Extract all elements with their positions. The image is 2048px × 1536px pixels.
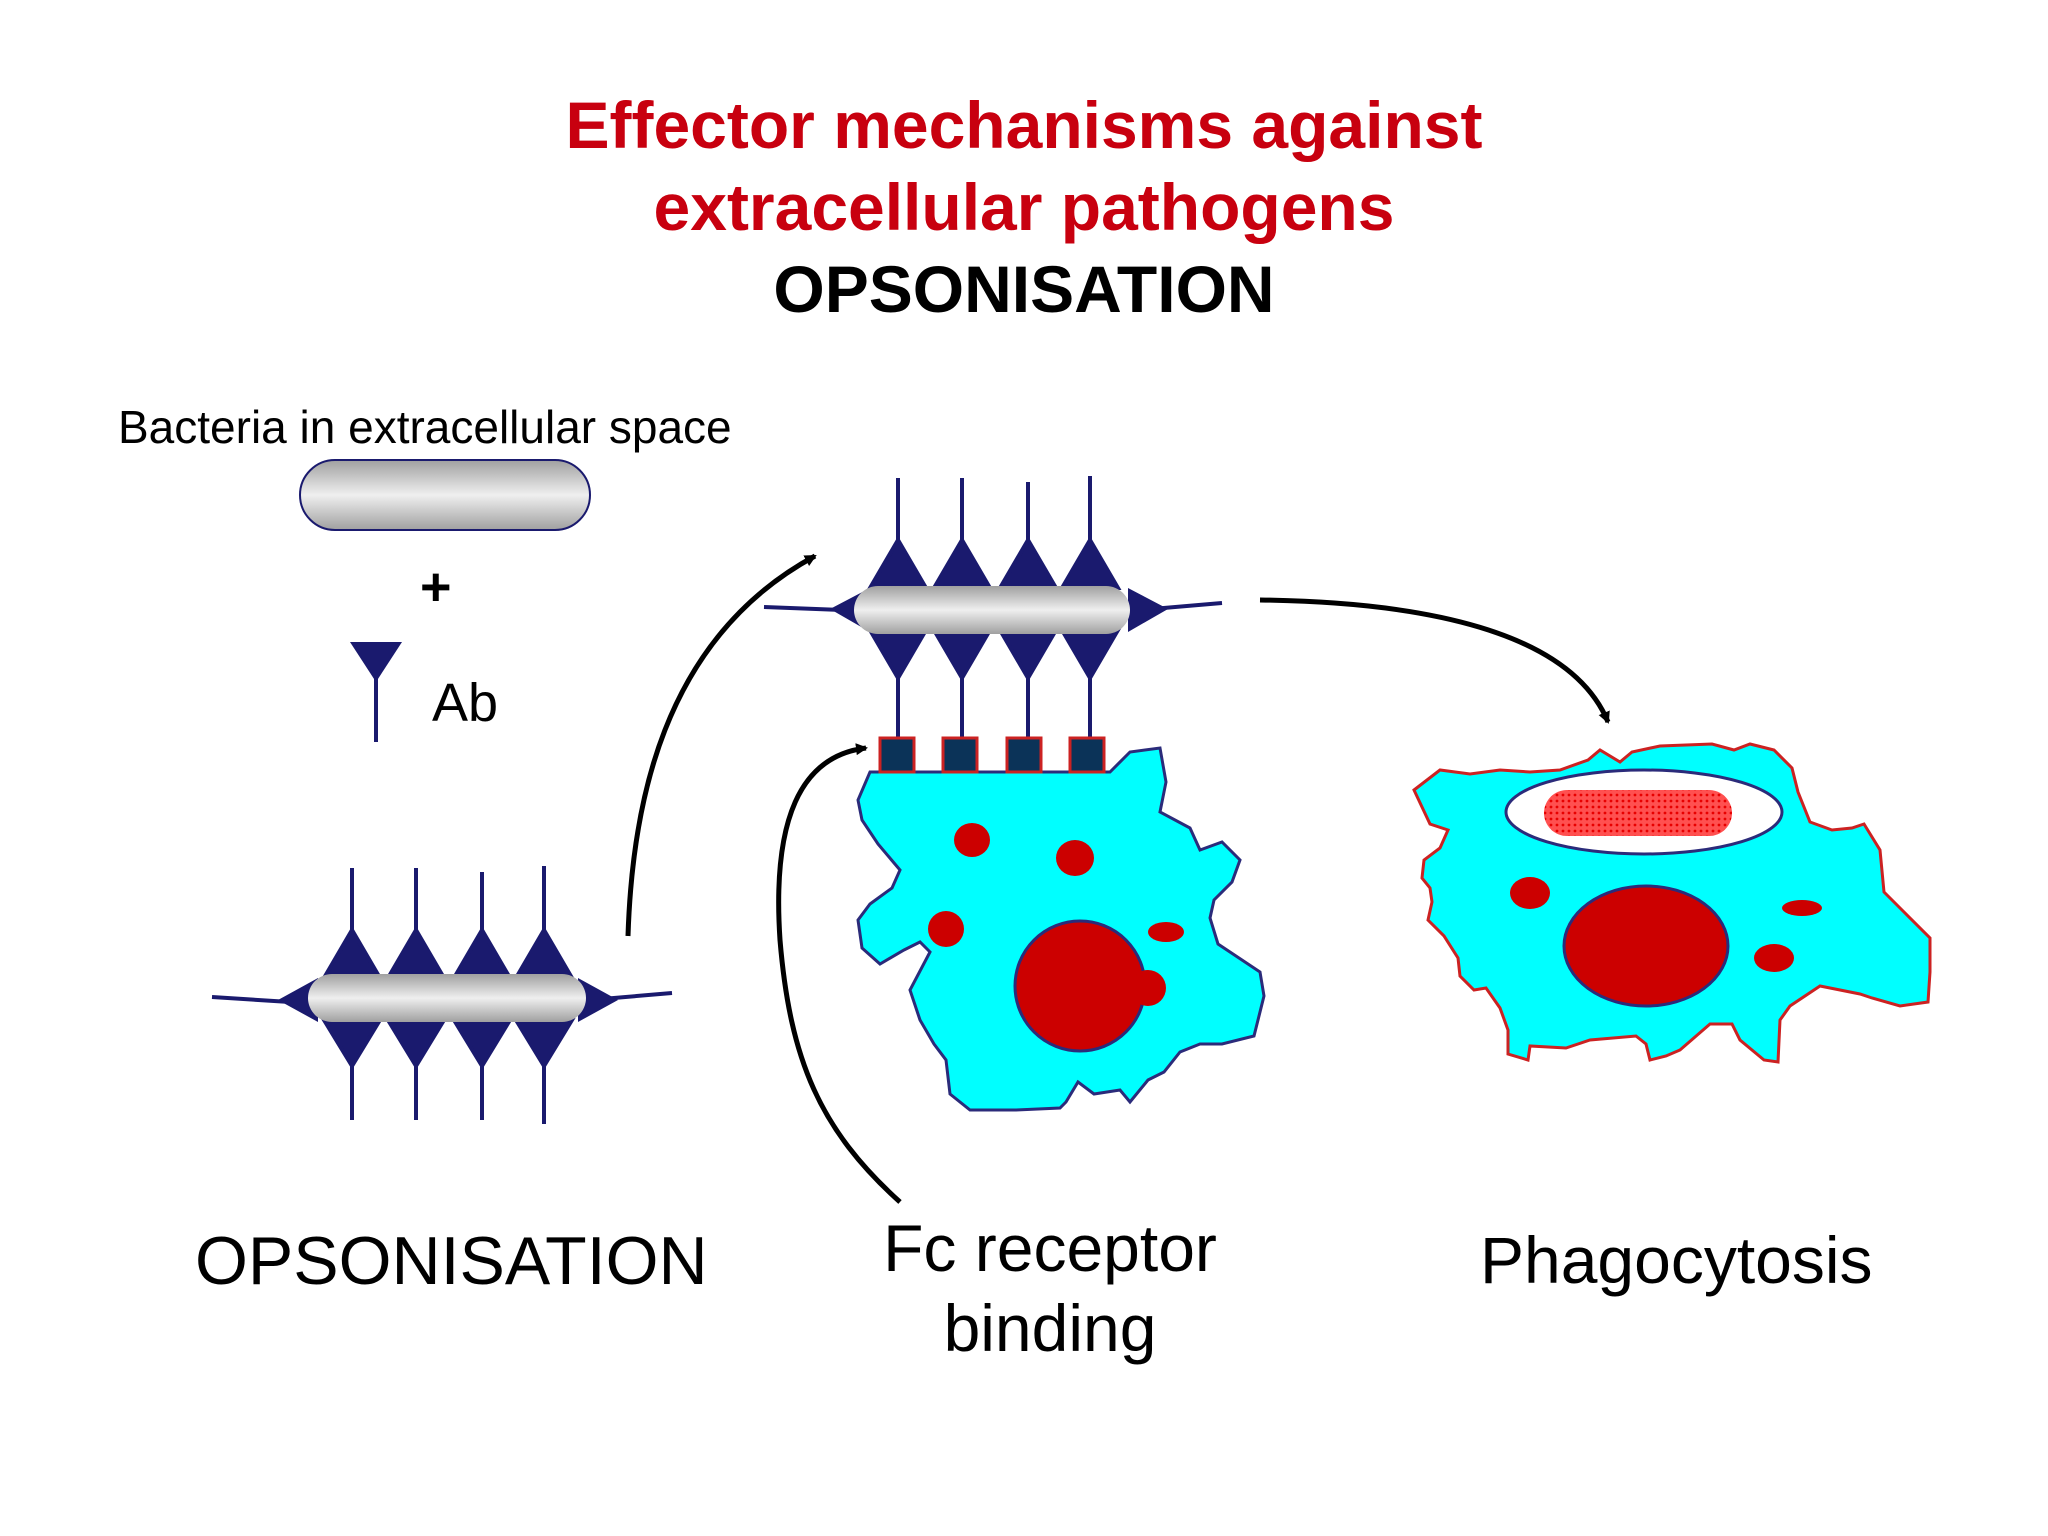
title-line-2: extracellular pathogens — [653, 170, 1395, 244]
opsonised-bacterium-left — [211, 866, 673, 1124]
opsonisation-label: OPSONISATION — [195, 1223, 708, 1299]
arrow-binding-to-phagocytosis — [1259, 597, 1611, 724]
opsonised-bacterium-middle — [763, 476, 1223, 748]
arrows — [625, 553, 1611, 1204]
antibody-label: Ab — [432, 673, 499, 733]
fc-receptors — [878, 736, 1106, 774]
phagocyte-middle — [856, 746, 1266, 1112]
bacteria-label: Bacteria in extracellular space — [118, 401, 732, 453]
engulfed-bacterium — [1544, 790, 1732, 836]
free-bacterium — [299, 459, 591, 531]
fc-receptor-label-line2: binding — [943, 1291, 1157, 1365]
title-line-3: OPSONISATION — [773, 252, 1275, 326]
title-line-1: Effector mechanisms against — [565, 88, 1483, 162]
fc-receptor-label-line1: Fc receptor — [883, 1211, 1217, 1285]
arrow-opsonisation-to-binding — [625, 553, 817, 937]
phagocyte-right — [1412, 742, 1932, 1064]
plus-sign: + — [420, 557, 452, 617]
arrow-fc-label-to-receptor — [776, 743, 902, 1204]
free-antibody-icon — [350, 642, 402, 742]
phagocytosis-label: Phagocytosis — [1480, 1223, 1873, 1297]
